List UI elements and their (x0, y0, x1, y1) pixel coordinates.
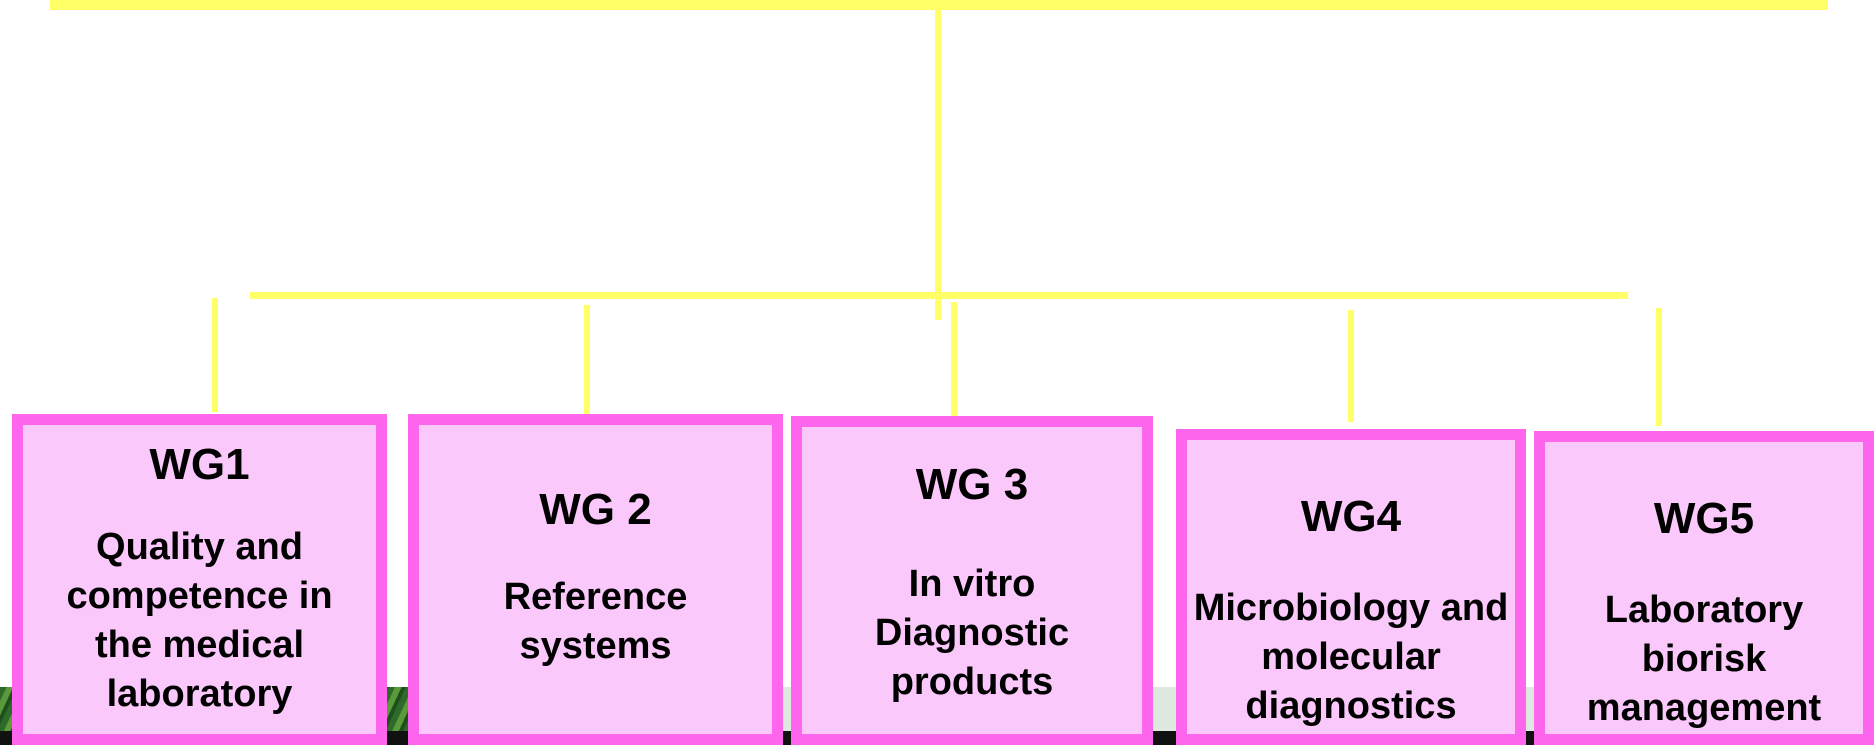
wg3-connector (951, 302, 957, 420)
wg3-description: In vitro Diagnostic products (874, 563, 1070, 703)
wg5-box: WG5 Laboratory biorisk management (1534, 431, 1874, 745)
wg2-box: WG 2 Reference systems (408, 414, 783, 745)
wg1-title: WG1 (149, 440, 250, 489)
wg2-connector (584, 305, 590, 421)
wg3-title: WG 3 (915, 460, 1029, 509)
horizontal-connector-line (250, 292, 1628, 299)
wg4-title: WG4 (1300, 492, 1402, 541)
wg3-box: WG 3 In vitro Diagnostic products (791, 416, 1153, 745)
wg2-description: Reference systems (503, 576, 688, 667)
wg1-description: Quality and competence in the medical la… (66, 526, 333, 715)
wg5-connector (1656, 308, 1662, 426)
wg1-box: WG1 Quality and competence in the medica… (12, 414, 387, 745)
wg1-connector (212, 298, 218, 412)
wg4-box: WG4 Microbiology and molecular diagnosti… (1176, 429, 1526, 745)
wg5-title: WG5 (1653, 494, 1755, 543)
top-connector-line (50, 0, 1828, 10)
wg2-title: WG 2 (539, 485, 652, 534)
wg4-description: Microbiology and molecular diagnostics (1193, 587, 1509, 727)
trunk-connector-line (935, 10, 941, 320)
wg4-connector (1348, 310, 1354, 422)
wg5-description: Laboratory biorisk management (1586, 589, 1822, 729)
